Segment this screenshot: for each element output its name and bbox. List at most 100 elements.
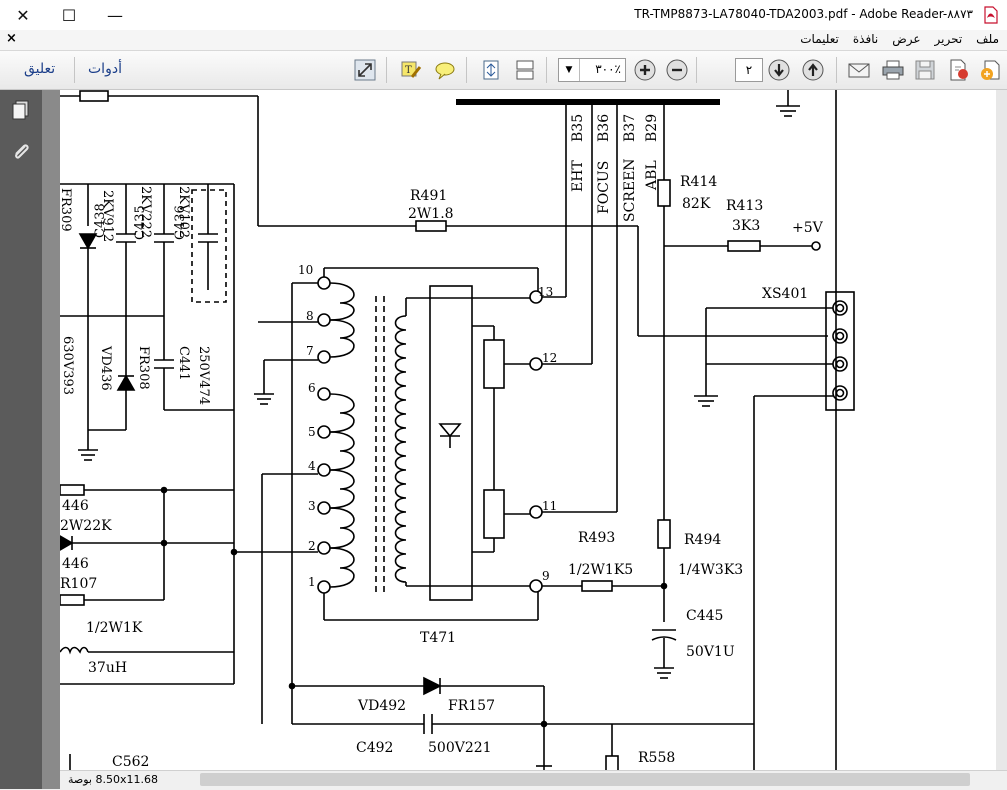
label-abl: ABL: [644, 160, 660, 191]
toolbar: تعليق أدوات T ٤ /: [0, 51, 1007, 127]
label-2kv222: 2KV222: [138, 186, 153, 238]
pin-9: 9: [542, 569, 550, 583]
comment-panel-button[interactable]: تعليق: [24, 61, 56, 77]
pdf-app-icon: [984, 6, 998, 24]
pin-4: 4: [308, 459, 316, 473]
menu-window[interactable]: نافذة: [852, 32, 879, 46]
menu-help[interactable]: تعليمات: [800, 32, 839, 46]
label-2kv102: 2KV102: [176, 186, 191, 238]
zoom-value: ٣٠٠٪: [595, 62, 621, 76]
toolbar-separator: [74, 57, 75, 83]
pin-11: 11: [542, 499, 557, 513]
label-b36: B36: [596, 114, 612, 142]
connector-xs401: [825, 291, 855, 411]
label-vd436: VD436: [98, 345, 113, 391]
label-r491-value: 2W1.8: [408, 206, 454, 222]
label-eht: EHT: [570, 160, 586, 192]
highlight-text-button[interactable]: T: [398, 57, 424, 83]
pin-13: 13: [538, 285, 553, 299]
resistor-r494: [657, 519, 671, 549]
label-r107: R107: [60, 576, 97, 592]
page-thumbnails-icon[interactable]: [9, 98, 33, 122]
plus-circle-icon: [634, 59, 656, 81]
pin-12: 12: [542, 351, 557, 365]
label-c438: C438: [93, 203, 108, 238]
pin-7: 7: [306, 344, 314, 358]
label-r493: R493: [578, 530, 615, 546]
resistor: [483, 489, 505, 539]
page-number-input[interactable]: ٢: [735, 58, 763, 82]
label-c445-value: 50V1U: [686, 644, 735, 660]
label-b35: B35: [570, 114, 586, 142]
share-document-button[interactable]: [978, 57, 1004, 83]
arrow-up-icon: [802, 59, 824, 81]
pin-1: 1: [308, 575, 316, 589]
full-screen-button[interactable]: [352, 57, 378, 83]
close-document-button[interactable]: ×: [6, 31, 17, 46]
share-icon: [981, 60, 1000, 80]
label-r413-value: 3K3: [732, 218, 760, 234]
page-size-label: 8.50x11.68 بوصة: [68, 773, 158, 786]
printer-icon: [882, 60, 904, 80]
label-r493-value: 1/2W1K5: [568, 562, 633, 578]
toolbar-separator: [696, 57, 697, 83]
label-c435: C435: [133, 205, 148, 240]
arrow-down-icon: [768, 59, 790, 81]
close-icon: ✕: [16, 5, 30, 25]
terminal: [811, 241, 821, 251]
pdf-page: B35 B36 B37 B29 EHT FOCUS SCREEN ABL R41…: [60, 90, 996, 770]
menu-bar: × ملف تحرير عرض نافذة تعليمات: [0, 30, 1007, 51]
label-c445: C445: [686, 608, 723, 624]
label-screen: SCREEN: [622, 158, 638, 222]
label-b37: B37: [622, 114, 638, 142]
label-r494: R494: [684, 532, 721, 548]
pin-2: 2: [308, 539, 316, 553]
zoom-out-button[interactable]: [664, 57, 690, 83]
label-37uh: 37uH: [88, 660, 127, 676]
menu-edit[interactable]: تحرير: [934, 32, 963, 46]
tools-panel-button[interactable]: أدوات: [88, 61, 122, 77]
minimize-window-button[interactable]: —: [92, 0, 138, 30]
vertical-scrollbar[interactable]: [996, 90, 1007, 770]
label-fr157: FR157: [448, 698, 495, 714]
floppy-disk-icon: [915, 60, 935, 80]
minus-circle-icon: [666, 59, 688, 81]
email-button[interactable]: [846, 57, 872, 83]
label-446-b: 446: [62, 556, 89, 572]
menu-file[interactable]: ملف: [976, 32, 999, 46]
label-r413: R413: [726, 198, 763, 214]
pdf-document-icon: [950, 59, 968, 81]
label-focus: FOCUS: [596, 161, 612, 214]
fit-page-button[interactable]: [478, 57, 504, 83]
horizontal-scroll-thumb[interactable]: [200, 773, 970, 786]
speech-bubble-icon: [435, 62, 455, 80]
print-button[interactable]: [880, 57, 906, 83]
label-c441: C441: [176, 346, 191, 381]
menu-view[interactable]: عرض: [892, 32, 921, 46]
paperclip-icon[interactable]: [9, 140, 33, 164]
next-page-button[interactable]: [766, 57, 792, 83]
maximize-icon: ☐: [61, 5, 77, 25]
label-fr309: FR309: [60, 188, 73, 232]
save-button[interactable]: [912, 57, 938, 83]
zoom-in-button[interactable]: [632, 57, 658, 83]
envelope-icon: [848, 63, 870, 78]
previous-page-button[interactable]: [800, 57, 826, 83]
resistor-r493: [581, 580, 613, 592]
label-2kv912: 2KV912: [100, 190, 115, 242]
create-pdf-button[interactable]: [946, 57, 972, 83]
close-window-button[interactable]: ✕: [0, 0, 46, 30]
label-vd492: VD492: [357, 698, 406, 714]
sticky-note-button[interactable]: [432, 57, 458, 83]
two-pages-icon: [516, 60, 534, 80]
title-bar: ✕ ☐ — TR-TMP8873-LA78040-TDA2003.pdf - A…: [0, 0, 1007, 31]
label-r414: R414: [680, 174, 717, 190]
scroll-mode-button[interactable]: [512, 57, 538, 83]
label-plus5v: +5V: [792, 220, 824, 236]
toolbar-separator: [546, 57, 547, 83]
zoom-field[interactable]: ▼ ٣٠٠٪: [558, 58, 626, 82]
maximize-window-button[interactable]: ☐: [46, 0, 92, 30]
label-2w22k: 2W22K: [60, 518, 112, 534]
chevron-down-icon[interactable]: ▼: [559, 59, 580, 81]
label-r558: R558: [638, 750, 675, 766]
